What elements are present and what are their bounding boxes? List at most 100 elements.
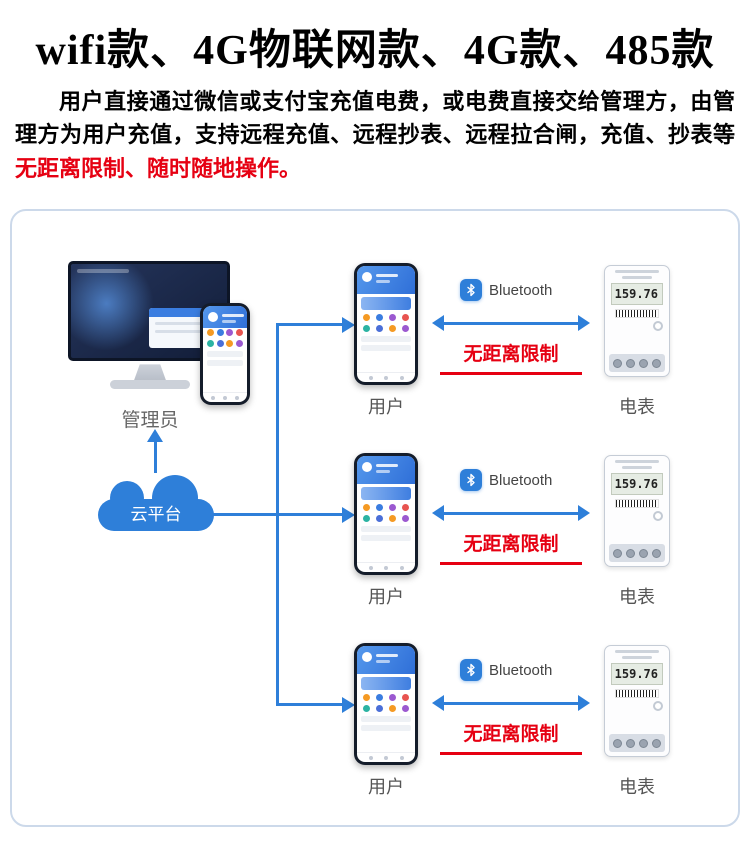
list-row-placeholder	[361, 336, 411, 343]
user-label: 用户	[368, 777, 404, 798]
terminal-screw	[613, 548, 622, 558]
meter-barcode	[615, 499, 659, 509]
nav-dot	[399, 755, 404, 760]
app-banner	[361, 677, 411, 691]
app-icon	[226, 329, 234, 337]
meter-terminals	[609, 354, 665, 373]
app-icon	[363, 325, 370, 333]
dashboard-card-line	[155, 330, 205, 334]
arrow-right-head	[578, 315, 590, 332]
meter-text-placeholder	[622, 276, 652, 280]
arrow-line	[441, 322, 581, 326]
app-nav-bar	[357, 372, 415, 382]
nav-dot	[368, 755, 373, 760]
connector-cloud-to-admin	[154, 442, 157, 474]
app-icon	[376, 515, 383, 523]
nav-dot	[368, 565, 373, 570]
nav-dot	[384, 375, 388, 380]
app-banner	[361, 297, 411, 311]
meter-reading: 159.76	[614, 667, 658, 682]
app-banner	[361, 487, 411, 501]
app-icon	[389, 515, 396, 523]
user-phone	[354, 263, 418, 386]
app-icon	[216, 340, 224, 348]
intro-paragraph: 用户直接通过微信或支付宝充值电费，或电费直接交给管理方，由管理方为用户充值，支持…	[15, 85, 735, 185]
terminal-screw	[652, 738, 661, 748]
bluetooth-icon	[460, 659, 482, 682]
app-icon	[363, 705, 370, 713]
app-icon-grid	[357, 503, 415, 523]
list-row-placeholder	[207, 360, 243, 367]
terminal-screw	[652, 548, 661, 558]
connector-cloud-horizontal	[210, 513, 278, 517]
meter-label: 电表	[619, 397, 655, 418]
app-icon	[402, 314, 409, 322]
list-row-placeholder	[361, 535, 411, 542]
meter-terminals	[609, 734, 665, 753]
avatar-icon	[362, 272, 372, 283]
app-icon	[389, 314, 396, 322]
nav-dot	[211, 395, 215, 400]
list-row-placeholder	[361, 526, 411, 533]
text-placeholder	[376, 280, 390, 284]
text-placeholder	[222, 314, 244, 318]
nav-dot	[384, 565, 388, 570]
monitor-base	[110, 380, 190, 390]
user-phone	[354, 453, 418, 576]
user-phone	[354, 643, 418, 766]
meter-barcode	[615, 689, 659, 699]
app-header	[357, 456, 415, 485]
app-icon	[363, 504, 370, 512]
connector-branch-line	[276, 323, 344, 327]
text-placeholder	[376, 274, 398, 278]
range-limit-label: 无距离限制	[440, 719, 582, 756]
meter-text-placeholder	[614, 460, 660, 464]
monitor-stand	[134, 364, 166, 381]
app-nav-bar	[203, 392, 247, 402]
arrow-line	[441, 702, 581, 706]
meter-label: 电表	[619, 587, 655, 608]
nav-dot	[223, 395, 227, 400]
meter-reading: 159.76	[614, 287, 658, 302]
intro-highlight: 无距离限制、随时随地操作。	[15, 155, 302, 181]
arrow-right-icon	[342, 507, 355, 524]
connector-branch-line	[276, 513, 344, 517]
nav-dot	[399, 565, 404, 570]
list-row-placeholder	[361, 716, 411, 723]
app-icon	[389, 504, 396, 512]
user-label: 用户	[368, 587, 404, 608]
dashboard-card-header	[149, 308, 211, 318]
terminal-screw	[613, 358, 622, 368]
range-limit-label: 无距离限制	[440, 339, 582, 376]
list-row-placeholder	[361, 345, 411, 352]
avatar-icon	[362, 652, 372, 663]
text-placeholder	[376, 464, 398, 468]
app-icon	[207, 340, 215, 348]
meter-reading: 159.76	[614, 477, 658, 492]
app-icon	[363, 694, 370, 702]
terminal-screw	[639, 358, 648, 368]
app-icon	[389, 325, 396, 333]
electric-meter: 159.76	[604, 265, 670, 378]
arrow-up-icon	[147, 429, 163, 443]
intro-text: 用户直接通过微信或支付宝充值电费，或电费直接交给管理方，由管理方为用户充值，支持…	[15, 89, 735, 148]
arrow-left-head	[432, 505, 444, 522]
avatar-icon	[362, 462, 372, 473]
cloud-platform: 云平台	[98, 473, 214, 532]
terminal-screw	[626, 358, 635, 368]
meter-text-placeholder	[622, 466, 652, 470]
arrow-right-icon	[342, 317, 355, 334]
bidirectional-arrow-icon	[432, 505, 590, 522]
bluetooth-group: Bluetooth	[460, 469, 552, 492]
meter-text-placeholder	[622, 656, 652, 660]
connector-branch-line	[276, 703, 344, 707]
diagram-row: 用户 Bluetooth 无距离限制 159.76 电表	[12, 441, 738, 617]
cloud-label: 云平台	[130, 505, 182, 525]
app-nav-bar	[357, 752, 415, 762]
meter-lcd: 159.76	[611, 473, 663, 496]
meter-barcode	[615, 309, 659, 319]
meter-mid-section	[605, 701, 669, 714]
app-icon-grid	[357, 313, 415, 333]
bidirectional-arrow-icon	[432, 315, 590, 332]
meter-text-placeholder	[614, 270, 660, 274]
